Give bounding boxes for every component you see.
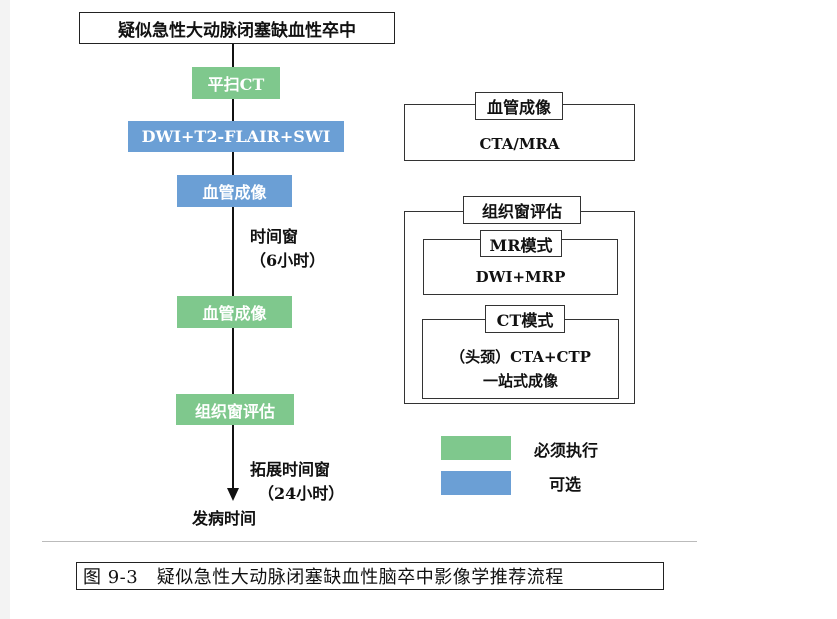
ct-mode-title: CT模式 bbox=[485, 305, 565, 333]
ct-mode-body-line2: 一站式成像 bbox=[482, 372, 558, 390]
step-vascular-imaging-optional: 血管成像 bbox=[177, 175, 292, 207]
legend-required-swatch bbox=[441, 436, 511, 460]
time-window-line1: 时间窗 bbox=[250, 227, 299, 246]
ct-mode-body: （头颈）CTA+CTP 一站式成像 bbox=[422, 343, 619, 395]
tissue-window-panel-title: 组织窗评估 bbox=[463, 196, 581, 224]
timeline-line bbox=[232, 44, 234, 492]
step-plain-ct: 平扫CT bbox=[192, 67, 280, 99]
caption-divider bbox=[42, 541, 697, 542]
timeline-arrow-icon bbox=[227, 488, 239, 501]
time-window-label: 时间窗 （6小时） bbox=[250, 225, 325, 273]
time-window-line2: （6小时） bbox=[250, 251, 326, 270]
legend-required-label: 必须执行 bbox=[534, 441, 599, 460]
onset-time-label: 发病时间 bbox=[192, 509, 257, 528]
step-vascular-imaging-required: 血管成像 bbox=[177, 296, 292, 328]
legend-optional-label: 可选 bbox=[549, 475, 582, 494]
step-tissue-window-assessment: 组织窗评估 bbox=[176, 394, 294, 425]
mr-mode-title: MR模式 bbox=[480, 230, 562, 257]
vascular-imaging-panel-body: CTA/MRA bbox=[479, 135, 560, 153]
vascular-imaging-panel-title: 血管成像 bbox=[475, 92, 563, 120]
ct-mode-body-line1: （头颈）CTA+CTP bbox=[450, 348, 591, 366]
flow-title: 疑似急性大动脉闭塞缺血性卒中 bbox=[79, 12, 395, 44]
figure-caption: 图 9-3 疑似急性大动脉闭塞缺血性脑卒中影像学推荐流程 bbox=[76, 562, 664, 590]
extended-window-label: 拓展时间窗 （24小时） bbox=[250, 458, 344, 506]
legend-optional-swatch bbox=[441, 471, 511, 495]
extended-window-line1: 拓展时间窗 bbox=[250, 460, 331, 479]
mr-mode-body: DWI+MRP bbox=[475, 268, 566, 286]
step-dwi-t2-flair-swi: DWI+T2-FLAIR+SWI bbox=[128, 121, 344, 152]
left-margin bbox=[0, 0, 10, 619]
extended-window-line2: （24小时） bbox=[258, 484, 345, 503]
